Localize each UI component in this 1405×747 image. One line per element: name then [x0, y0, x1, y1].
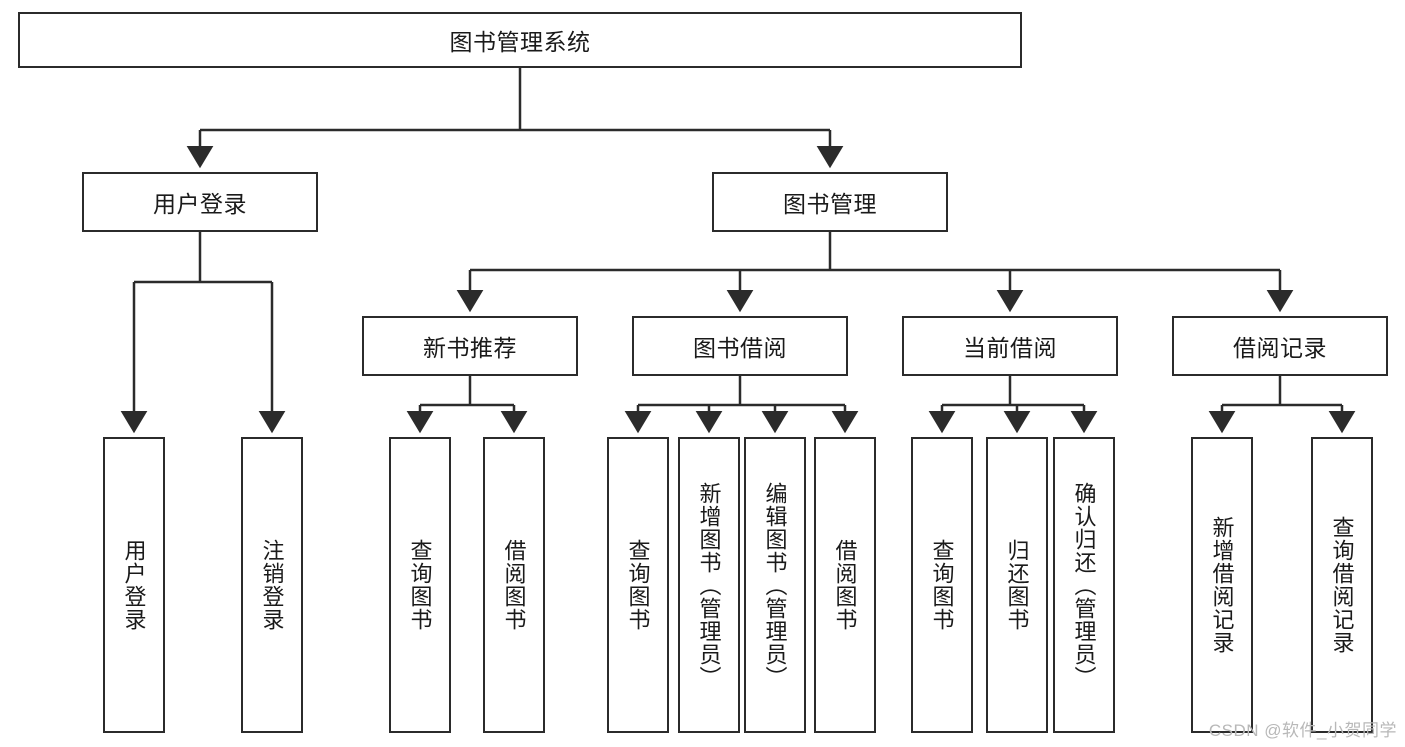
node-leaf-query-book-1[interactable]: 查询图书	[389, 437, 451, 733]
node-leaf-borrow-book-1-label: 借阅图书	[501, 539, 527, 631]
node-book-manage[interactable]: 图书管理	[712, 172, 948, 232]
node-leaf-confirm-return-label: 确认归还（管理员）	[1071, 481, 1097, 689]
node-leaf-edit-book-label: 编辑图书（管理员）	[762, 481, 788, 689]
node-user-login[interactable]: 用户登录	[82, 172, 318, 232]
node-leaf-borrow-book-2[interactable]: 借阅图书	[814, 437, 876, 733]
node-leaf-borrow-book-1[interactable]: 借阅图书	[483, 437, 545, 733]
node-borrow-record[interactable]: 借阅记录	[1172, 316, 1388, 376]
node-leaf-query-record[interactable]: 查询借阅记录	[1311, 437, 1373, 733]
node-leaf-confirm-return[interactable]: 确认归还（管理员）	[1053, 437, 1115, 733]
node-leaf-return-book[interactable]: 归还图书	[986, 437, 1048, 733]
node-book-borrow-label: 图书借阅	[693, 335, 787, 361]
node-leaf-borrow-book-2-label: 借阅图书	[832, 539, 858, 631]
node-leaf-query-book-2-label: 查询图书	[625, 539, 651, 631]
node-root-label: 图书管理系统	[449, 29, 591, 55]
node-user-login-label: 用户登录	[153, 191, 247, 217]
node-leaf-user-login-label: 用户登录	[121, 539, 147, 631]
node-leaf-add-book[interactable]: 新增图书（管理员）	[678, 437, 740, 733]
node-leaf-add-record-label: 新增借阅记录	[1209, 516, 1235, 654]
node-root[interactable]: 图书管理系统	[18, 12, 1022, 68]
node-book-borrow[interactable]: 图书借阅	[632, 316, 848, 376]
node-leaf-logout-login-label: 注销登录	[259, 539, 285, 631]
node-new-book-rec-label: 新书推荐	[423, 335, 517, 361]
node-leaf-logout-login[interactable]: 注销登录	[241, 437, 303, 733]
node-current-borrow-label: 当前借阅	[963, 335, 1057, 361]
node-book-manage-label: 图书管理	[783, 191, 877, 217]
node-leaf-user-login[interactable]: 用户登录	[103, 437, 165, 733]
node-leaf-query-book-3-label: 查询图书	[929, 539, 955, 631]
node-leaf-add-book-label: 新增图书（管理员）	[696, 481, 722, 689]
node-leaf-query-record-label: 查询借阅记录	[1329, 516, 1355, 654]
node-leaf-add-record[interactable]: 新增借阅记录	[1191, 437, 1253, 733]
node-leaf-query-book-1-label: 查询图书	[407, 539, 433, 631]
node-leaf-query-book-2[interactable]: 查询图书	[607, 437, 669, 733]
node-new-book-rec[interactable]: 新书推荐	[362, 316, 578, 376]
node-current-borrow[interactable]: 当前借阅	[902, 316, 1118, 376]
node-leaf-return-book-label: 归还图书	[1004, 539, 1030, 631]
node-borrow-record-label: 借阅记录	[1233, 335, 1327, 361]
node-leaf-query-book-3[interactable]: 查询图书	[911, 437, 973, 733]
node-leaf-edit-book[interactable]: 编辑图书（管理员）	[744, 437, 806, 733]
